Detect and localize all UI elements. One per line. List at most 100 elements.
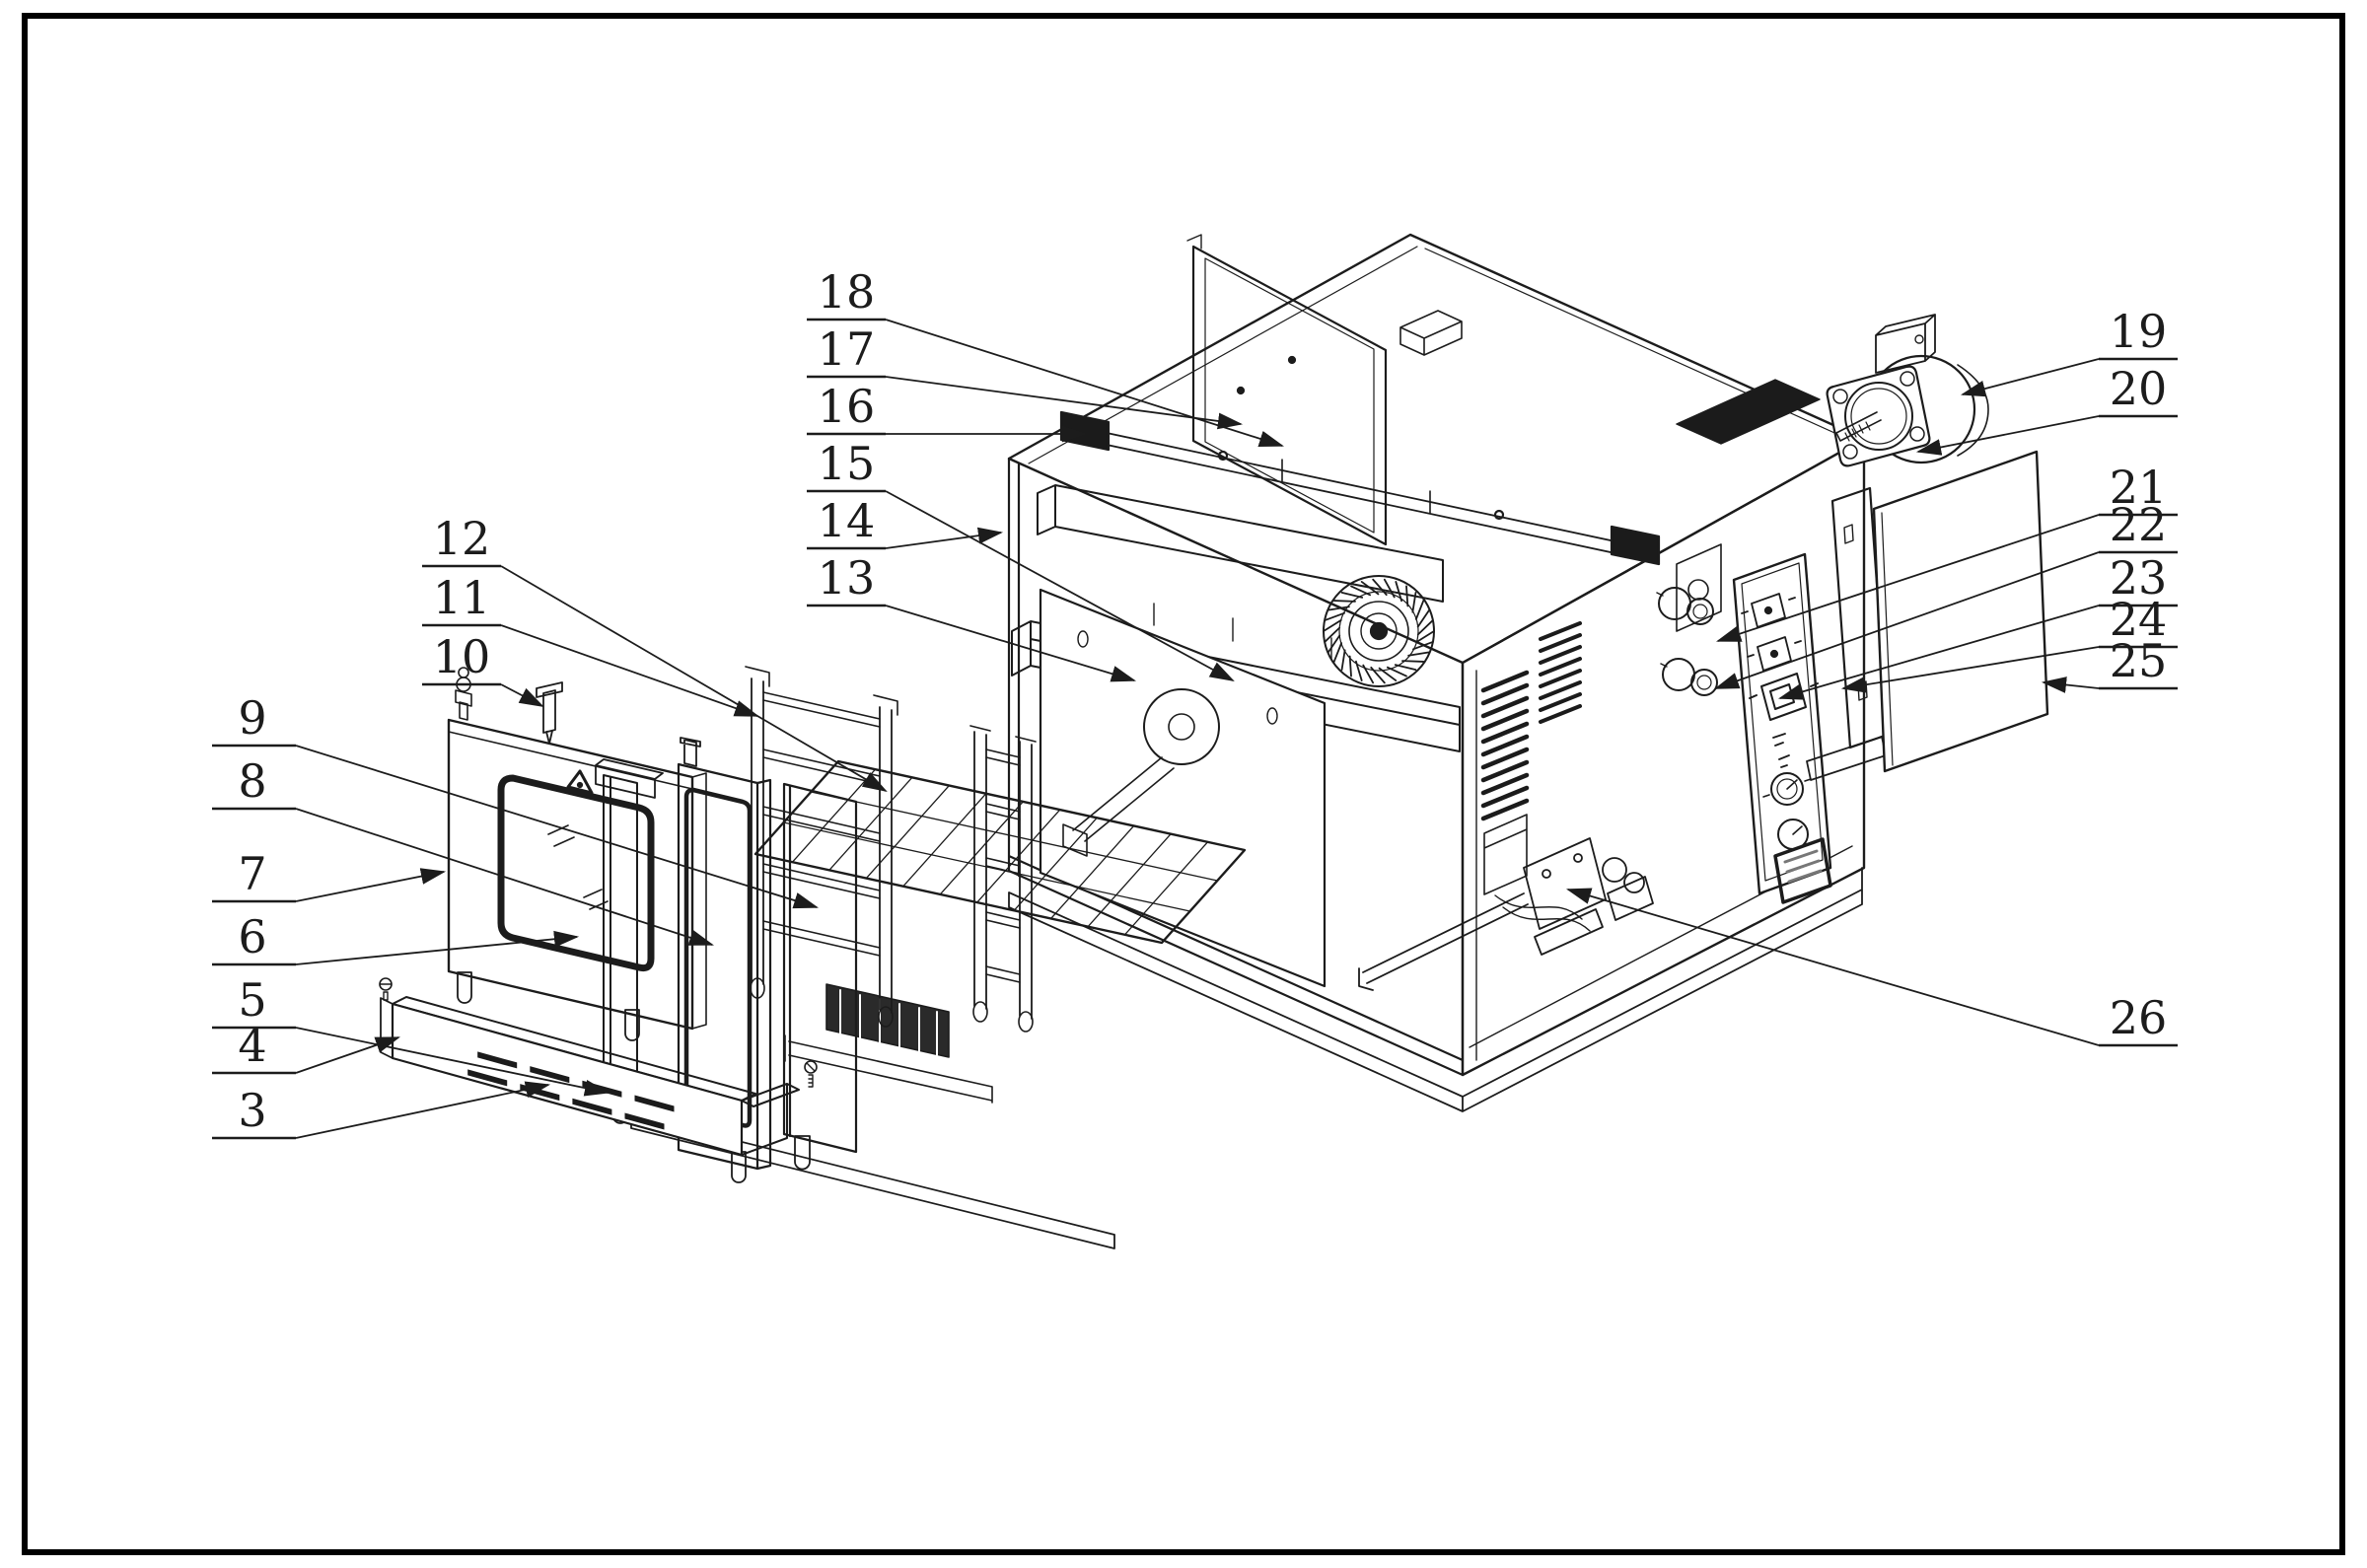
callout-number: 17	[818, 322, 876, 376]
motor-mount-flange	[1826, 365, 1931, 467]
callout-5: 5	[212, 973, 610, 1097]
kick-plate	[379, 977, 818, 1157]
callout-number: 6	[238, 910, 266, 963]
vent-cap	[1399, 310, 1463, 356]
callout-24: 24	[1840, 593, 2178, 693]
callout-number: 8	[238, 754, 266, 808]
callout-leader-line	[885, 319, 1285, 447]
callout-number: 19	[2110, 305, 2168, 358]
callout-leader-line	[295, 930, 580, 965]
relay-box	[1483, 814, 1528, 895]
callout-13: 13	[807, 551, 1137, 682]
door-glass	[497, 774, 655, 972]
callout-9: 9	[212, 691, 820, 909]
rear-flue-panel	[1186, 234, 1388, 546]
gas-valve-assembly	[1358, 837, 1654, 991]
callout-number: 20	[2110, 362, 2168, 415]
door-outer-panel	[447, 667, 707, 1041]
fan-motor	[1826, 314, 1989, 467]
top-vent-grille	[1676, 379, 1821, 445]
callout-number: 18	[818, 265, 876, 319]
callout-leader-line	[1960, 358, 2100, 397]
callout-leader-line	[295, 808, 714, 946]
callout-leader-line	[500, 683, 544, 707]
callout-number: 12	[433, 512, 491, 565]
callout-leader-line	[2041, 677, 2100, 693]
callout-number: 21	[2110, 461, 2168, 514]
control-panel-label-plate	[1773, 837, 1832, 904]
callout-number: 14	[818, 494, 876, 547]
callout-18: 18	[807, 265, 1285, 447]
callout-leader-line	[500, 624, 759, 717]
callout-leader-line	[1777, 605, 2100, 700]
callout-leader-line	[1716, 514, 2100, 642]
callout-11: 11	[422, 571, 759, 717]
callout-22: 22	[1714, 498, 2178, 689]
control-panel-strip	[1732, 552, 1832, 904]
callout-19: 19	[1960, 305, 2178, 397]
callout-number: 7	[238, 847, 266, 900]
callout-number: 25	[2110, 634, 2168, 687]
kick-plate-screw-right	[804, 1060, 818, 1088]
callout-number: 10	[433, 630, 491, 683]
base-frame	[630, 867, 1863, 1249]
callout-23: 23	[1777, 551, 2178, 700]
callout-number: 9	[238, 691, 266, 745]
callout-leader-line	[295, 868, 447, 902]
callout-leader-line	[295, 745, 820, 909]
callout-leader-line	[885, 376, 1244, 430]
control-knobs-floating	[1656, 587, 1718, 696]
callout-3: 3	[212, 1081, 551, 1140]
callout-14: 14	[807, 494, 1004, 550]
callout-6: 6	[212, 910, 580, 966]
door-foot	[457, 971, 640, 1041]
callout-25: 25	[2041, 634, 2178, 693]
right-side-panel	[1872, 450, 2049, 773]
callout-number: 11	[433, 571, 491, 624]
callout-26: 26	[1565, 888, 2178, 1047]
callout-leader-line	[1565, 888, 2100, 1046]
callout-number: 13	[818, 551, 876, 605]
thermostat-switch	[1749, 673, 1819, 721]
fan-baffle-disc	[1062, 688, 1220, 857]
callout-number: 5	[238, 973, 266, 1027]
callout-leader-line	[1915, 415, 2100, 456]
panel-knob-1	[1762, 772, 1812, 806]
callout-15: 15	[807, 437, 1235, 682]
callout-16: 16	[807, 380, 1088, 443]
callout-number: 15	[818, 437, 876, 490]
callout-leader-line	[1840, 646, 2100, 693]
fan-wheel	[1323, 575, 1435, 687]
component-box	[1676, 543, 1722, 632]
callout-8: 8	[212, 754, 714, 946]
callout-leader-line	[295, 1027, 610, 1097]
callout-leader-line	[885, 605, 1137, 682]
callout-leader-line	[885, 490, 1235, 682]
callout-number: 23	[2110, 551, 2168, 605]
callout-leader-line	[1714, 551, 2100, 689]
callout-number: 16	[818, 380, 876, 433]
callout-number: 24	[2110, 593, 2168, 646]
callout-21: 21	[1716, 461, 2178, 642]
callout-leader-line	[885, 527, 1004, 549]
callout-number: 3	[238, 1084, 266, 1137]
door-inner-glass	[782, 782, 858, 1171]
kick-plate-screw-left	[379, 977, 393, 1001]
warning-triangle-icon	[566, 769, 594, 795]
callout-leader-line	[295, 1036, 400, 1074]
rocker-switch-2	[1747, 636, 1802, 672]
callout-number: 26	[2110, 991, 2168, 1044]
rocker-switch-1	[1741, 593, 1796, 628]
callout-20: 20	[1915, 362, 2178, 456]
callout-leader-line	[295, 1081, 551, 1139]
callout-7: 7	[212, 847, 447, 903]
callout-10: 10	[422, 630, 544, 707]
front-top-beam	[1037, 484, 1444, 603]
callout-12: 12	[422, 512, 888, 793]
callout-leader-line	[500, 565, 888, 793]
side-compartment	[1461, 437, 1866, 1077]
callout-number: 22	[2110, 498, 2168, 551]
motor-shaft	[1835, 411, 1882, 442]
